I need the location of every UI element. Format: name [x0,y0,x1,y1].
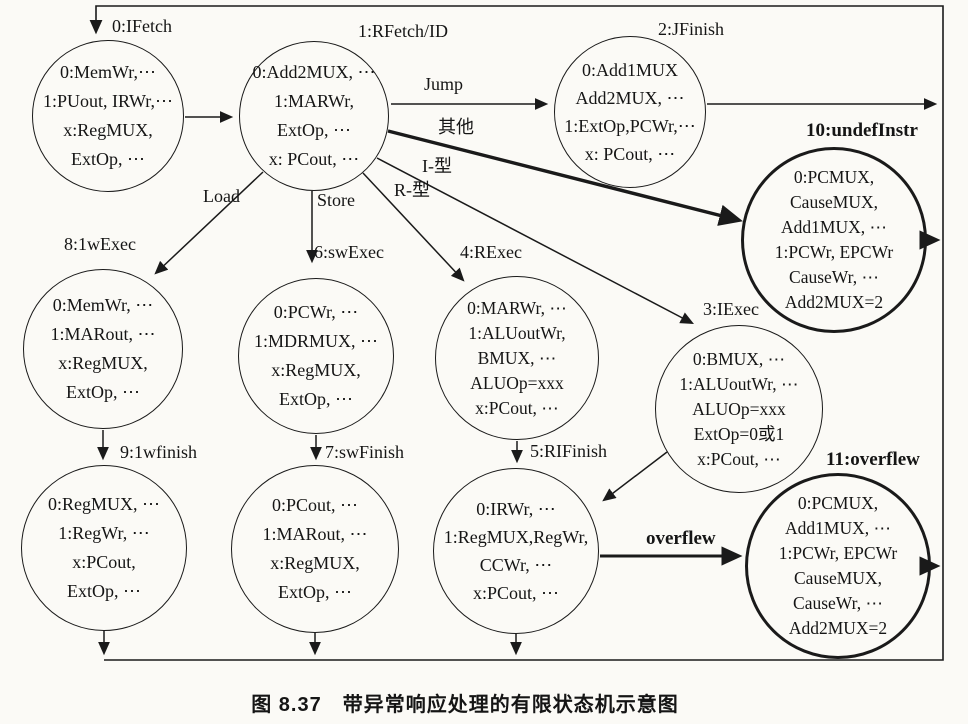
state-line: 1:MDRMUX, ⋯ [253,331,378,351]
state-swfinish: 0:PCout, ⋯ 1:MARout, ⋯ x:RegMUX, ExtOp, … [231,465,399,633]
state-line: 1:ALUoutWr, [468,322,566,343]
state-line: 0:Add1MUX [581,60,678,80]
state-line: x:RegMUX, [58,353,148,373]
state-line: x:RegMUX, [271,360,361,380]
edge-label-load: Load [203,186,240,206]
figure-caption: 图 8.37 带异常响应处理的有限状态机示意图 [251,694,679,716]
edge-iexec-to-rifinish [602,451,668,502]
state-rfetch-id: 0:Add2MUX, ⋯ 1:MARWr, ExtOp, ⋯ x: PCout,… [239,41,389,191]
state-title-lwexec: 8:1wExec [64,234,136,254]
state-line: BMUX, ⋯ [477,347,557,368]
state-line: ExtOp, ⋯ [67,581,141,601]
edge-other-to-undefinstr-arrow [387,129,743,226]
state-title-jfinish: 2:JFinish [658,19,725,39]
state-line: Add2MUX, ⋯ [575,88,685,108]
state-rexec: 0:MARWr, ⋯ 1:ALUoutWr, BMUX, ⋯ ALUOp=xxx… [435,276,599,440]
state-line: ExtOp, ⋯ [71,149,145,169]
state-line: 1:ExtOp,PCWr,⋯ [564,116,696,136]
state-line: 0:MemWr,⋯ [59,62,157,82]
state-line: x:PCout, ⋯ [475,397,559,418]
state-line: ALUOp=xxx [692,398,786,419]
edge-rtype-to-rexec-arrow [362,172,465,282]
state-line: x:RegMUX, [63,120,153,140]
state-line: 1:PCWr, EPCWr [778,543,898,563]
state-line: 0:IRWr, ⋯ [476,499,556,519]
state-line: 0:RegMUX, ⋯ [48,494,160,514]
state-line: 0:PCMUX, [797,493,879,513]
state-line: 0:MemWr, ⋯ [52,295,154,315]
state-line: 0:Add2MUX, ⋯ [252,62,376,82]
state-line: 0:MARWr, ⋯ [467,297,567,318]
state-lwfinish: 0:RegMUX, ⋯ 1:RegWr, ⋯ x:PCout, ExtOp, ⋯ [21,465,187,631]
state-line: x:PCout, ⋯ [697,448,781,469]
state-line: 1:MARWr, [273,91,355,111]
state-title-swfinish: 7:swFinish [325,442,405,462]
state-line: 0:BMUX, ⋯ [692,348,786,369]
state-line: CauseMUX, [790,192,878,212]
state-line: 1:PUout, IRWr,⋯ [42,91,174,111]
state-line: 0:PCMUX, [793,167,875,187]
state-line: ALUOp=xxx [470,372,564,393]
state-title-undefinstr: 10:undefInstr [806,120,918,141]
state-title-rexec: 4:RExec [460,242,522,262]
state-title-swexec: 6:swExec [314,242,384,262]
state-line: ExtOp, ⋯ [66,382,140,402]
state-line: Add1MUX, ⋯ [781,217,887,237]
state-line: CauseWr, ⋯ [789,267,879,287]
state-lwexec: 0:MemWr, ⋯ 1:MARout, ⋯ x:RegMUX, ExtOp, … [23,269,183,429]
state-line: 1:RegMUX,RegWr, [443,527,589,547]
state-title-ifetch: 0:IFetch [112,16,172,36]
state-line: CauseWr, ⋯ [793,593,883,613]
state-title-iexec: 3:IExec [703,299,759,319]
state-line: ExtOp=0或1 [693,423,785,444]
state-line: Add2MUX=2 [788,618,888,638]
edge-label-r-type: R-型 [394,180,430,200]
state-line: 1:RegWr, ⋯ [58,523,150,543]
state-title-rfetch-id: 1:RFetch/ID [358,21,448,41]
state-line: 1:MARout, ⋯ [50,324,156,344]
edge-itype-to-iexec-arrow [376,157,694,325]
state-undefinstr: 0:PCMUX, CauseMUX, Add1MUX, ⋯ 1:PCWr, EP… [741,147,927,333]
state-line: 0:PCWr, ⋯ [273,302,359,322]
state-line: ExtOp, ⋯ [279,389,353,409]
state-jfinish: 0:Add1MUX Add2MUX, ⋯ 1:ExtOp,PCWr,⋯ x: P… [554,36,706,188]
state-line: Add1MUX, ⋯ [785,518,891,538]
state-line: x:RegMUX, [270,553,360,573]
state-overflew: 0:PCMUX, Add1MUX, ⋯ 1:PCWr, EPCWr CauseM… [745,473,931,659]
state-line: 1:MARout, ⋯ [262,524,368,544]
state-line: x: PCout, ⋯ [268,149,360,169]
state-rifinish: 0:IRWr, ⋯ 1:RegMUX,RegWr, CCWr, ⋯ x:PCou… [433,468,599,634]
state-title-rifinish: 5:RIFinish [530,441,608,461]
edge-label-jump: Jump [424,74,464,94]
state-title-overflew: 11:overflew [826,449,920,470]
edge-loop-return-to-ifetch [89,5,944,661]
state-line: ExtOp, ⋯ [278,582,352,602]
state-line: ExtOp, ⋯ [277,120,351,140]
state-line: x:PCout, ⋯ [472,583,560,603]
state-line: 0:PCout, ⋯ [271,495,359,515]
edge-label-i-type: I-型 [422,156,452,176]
state-line: Add2MUX=2 [784,292,884,312]
state-line: CauseMUX, [794,568,882,588]
edge-label-other: 其他 [438,117,474,137]
state-line: x:PCout, [72,552,136,572]
edge-load-to-lwexec-arrow [154,171,264,275]
state-line: x: PCout, ⋯ [584,144,676,164]
state-line: 1:PCWr, EPCWr [774,242,894,262]
edge-label-store: Store [317,190,355,210]
state-line: CCWr, ⋯ [479,555,553,575]
state-title-lwfinish: 9:1wfinish [120,442,198,462]
state-iexec: 0:BMUX, ⋯ 1:ALUoutWr, ⋯ ALUOp=xxx ExtOp=… [655,325,823,493]
state-ifetch: 0:MemWr,⋯ 1:PUout, IRWr,⋯ x:RegMUX, ExtO… [32,40,184,192]
state-line: 1:ALUoutWr, ⋯ [679,373,799,394]
edge-label-overflew: overflew [646,528,716,549]
state-swexec: 0:PCWr, ⋯ 1:MDRMUX, ⋯ x:RegMUX, ExtOp, ⋯ [238,278,394,434]
